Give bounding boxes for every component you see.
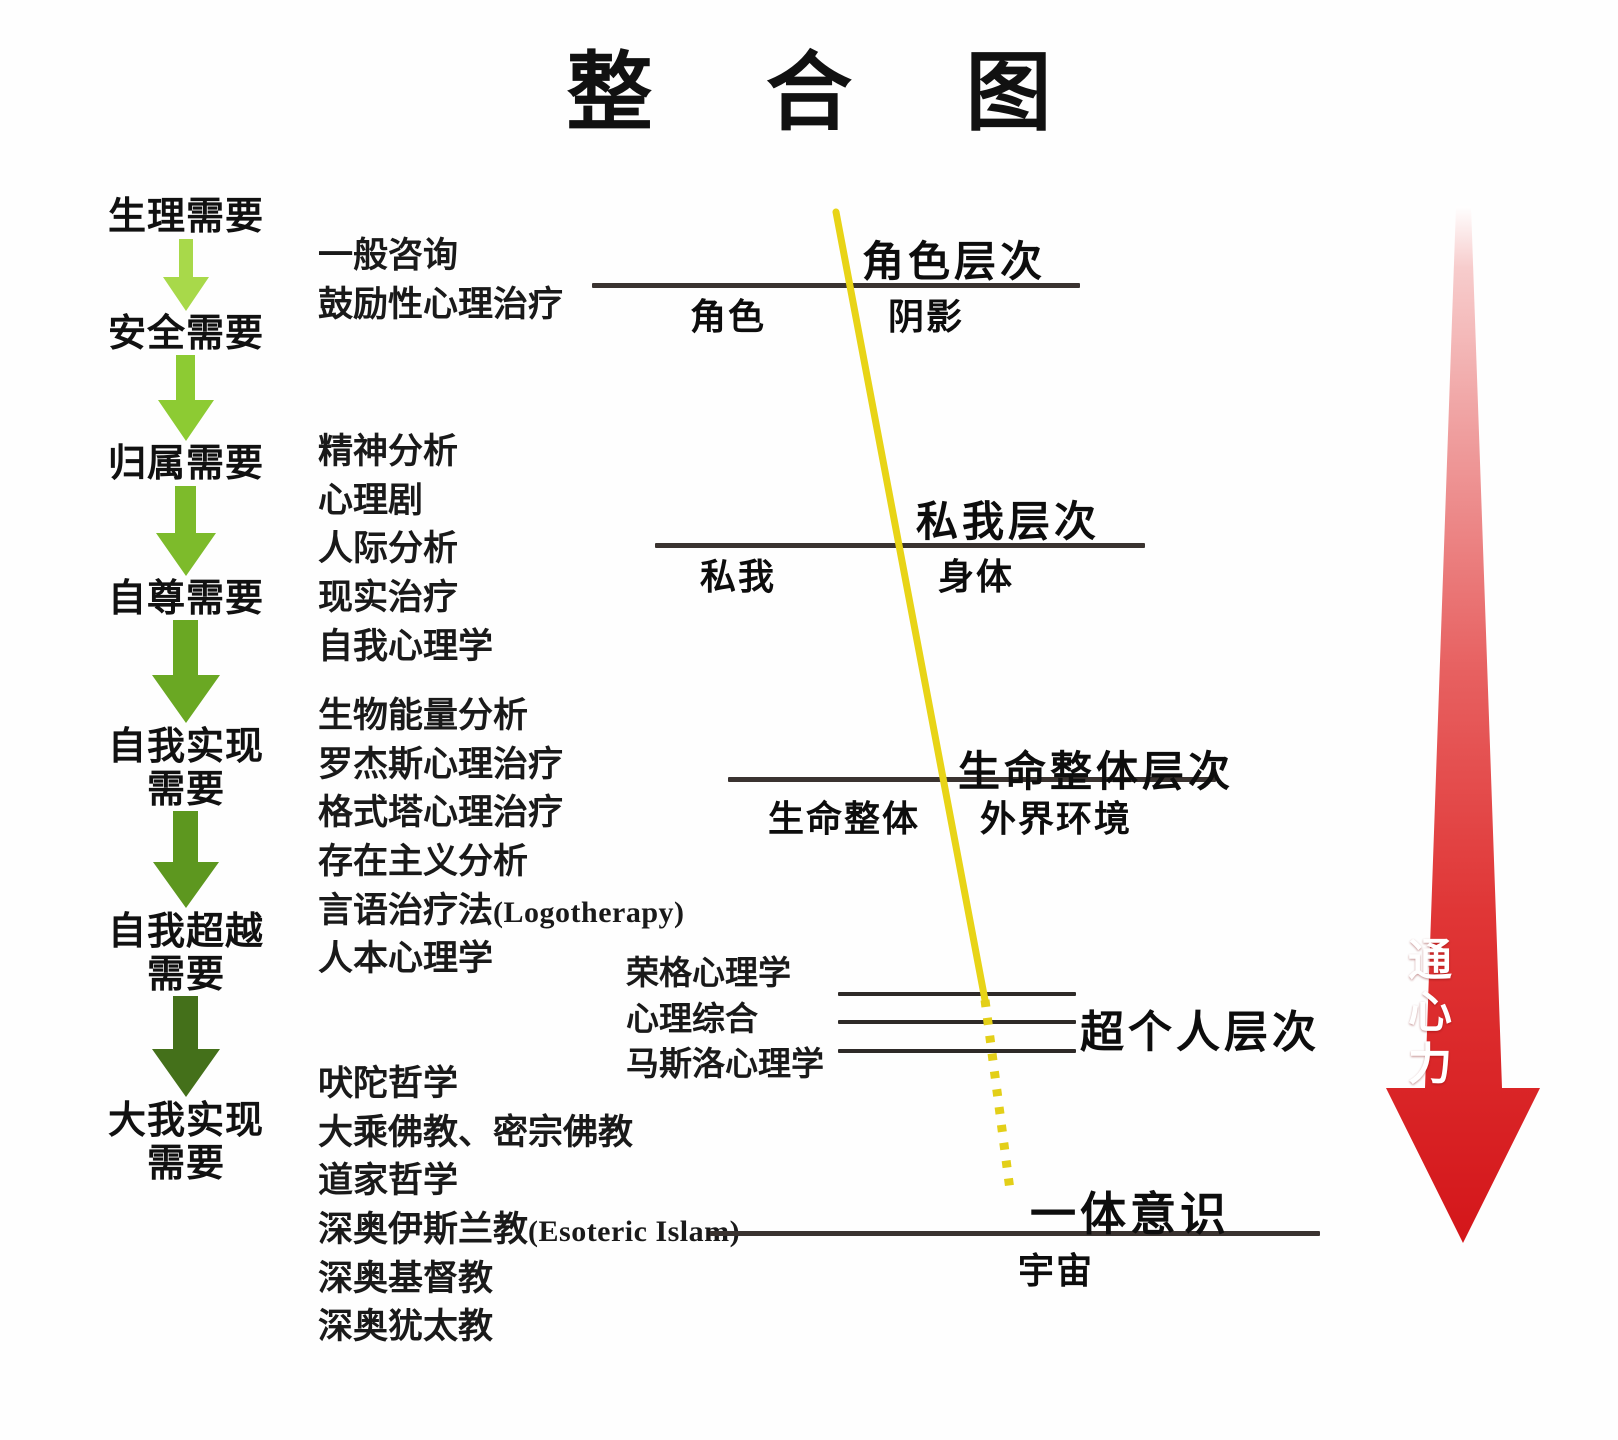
therapy-item: 格式塔心理治疗 (318, 793, 564, 833)
level-rule-transpersonal-3 (838, 1049, 1076, 1053)
therapy-item: 罗杰斯心理治疗 (318, 744, 564, 784)
level-title-transpersonal: 超个人层次 (1080, 1008, 1320, 1057)
level-rule-transpersonal-1 (838, 992, 1076, 996)
tradition-item-latin: (Esoteric Islam) (528, 1214, 741, 1248)
therapy-item-latin: (Logotherapy) (493, 895, 685, 929)
therapy-item: 心理综合 (626, 999, 758, 1037)
ladder-arrow-2 (52, 355, 320, 443)
therapy-list-unity: 吠陀哲学 大乘佛教、密宗佛教 道家哲学 深奥伊斯兰教(Esoteric Isla… (318, 1060, 740, 1352)
need-item-physiological: 生理需要 (107, 196, 264, 238)
therapy-list-ego: 精神分析 心理剧 人际分析 现实治疗 自我心理学 (318, 428, 493, 671)
need-item-self-transcendence: 自我超越 需要 (107, 911, 264, 996)
need-item-self-actualization: 自我实现 需要 (107, 726, 264, 811)
tradition-item: 大乘佛教、密宗佛教 (318, 1112, 634, 1152)
ladder-arrow-1 (52, 238, 320, 313)
need-item-esteem: 自尊需要 (107, 577, 264, 620)
tradition-item-cn: 深奥伊斯兰教 (318, 1209, 529, 1249)
level-rule-unity (710, 1231, 1320, 1236)
level-title-ego: 私我层次 (916, 500, 1101, 546)
level-rule-transpersonal-2 (838, 1020, 1076, 1024)
power-arrow-char-1: 通 (1408, 936, 1452, 985)
level-term-unity-right: 宇宙 (1018, 1251, 1095, 1291)
therapy-list-transpersonal: 荣格心理学 心理综合 马斯洛心理学 (626, 950, 824, 1087)
tradition-item: 道家哲学 (318, 1161, 459, 1201)
therapy-item: 生物能量分析 (318, 696, 529, 735)
therapy-item: 精神分析 (318, 432, 459, 471)
therapy-item: 人际分析 (318, 529, 459, 569)
need-item-greater-self-realization: 大我实现 需要 (107, 1100, 264, 1185)
level-term-persona-right: 阴影 (888, 297, 965, 337)
therapy-item: 荣格心理学 (626, 954, 791, 991)
ladder-arrow-3 (52, 485, 320, 578)
power-arrow-char-3: 力 (1408, 1039, 1452, 1089)
therapy-item: 现实治疗 (318, 577, 459, 617)
therapy-item: 心理剧 (318, 480, 424, 520)
level-term-persona-left: 角色 (690, 297, 767, 337)
need-item-belonging: 归属需要 (107, 443, 264, 486)
needs-ladder: 生理需要 安全需要 归属需要 自尊需要 自我实现 需要 (52, 196, 320, 1185)
therapy-item-logotherapy: 言语治疗法(Logotherapy) (318, 887, 685, 936)
tradition-item-esoteric-islam: 深奥伊斯兰教(Esoteric Islam) (318, 1206, 740, 1255)
tradition-item: 深奥犹太教 (318, 1307, 494, 1347)
need-item-safety: 安全需要 (107, 312, 264, 355)
tradition-item: 深奥基督教 (318, 1258, 494, 1298)
diagonal-dotted-segment (980, 999, 1015, 1191)
level-term-organism-right: 外界环境 (980, 799, 1133, 839)
therapy-item: 人本心理学 (318, 939, 494, 979)
tradition-item: 吠陀哲学 (318, 1064, 459, 1103)
therapy-item-cn: 言语治疗法 (318, 890, 494, 930)
level-term-organism-left: 生命整体 (768, 799, 921, 839)
therapy-list-organism: 生物能量分析 罗杰斯心理治疗 格式塔心理治疗 存在主义分析 言语治疗法(Logo… (318, 692, 685, 984)
level-title-organism: 生命整体层次 (958, 750, 1235, 796)
therapy-list-persona: 一般咨询 鼓励性心理治疗 (318, 232, 563, 329)
power-arrow-label: 通 心 力 (1400, 935, 1460, 1091)
ladder-arrow-6 (52, 996, 320, 1100)
therapy-item: 存在主义分析 (318, 841, 529, 881)
ladder-arrow-4 (52, 620, 320, 726)
therapy-item: 一般咨询 (318, 236, 459, 275)
power-arrow-char-2: 心 (1408, 987, 1452, 1037)
ladder-arrow-5 (52, 811, 320, 911)
level-term-ego-left: 私我 (700, 557, 777, 597)
level-term-ego-right: 身体 (938, 557, 1015, 597)
page-title: 整 合 图 (566, 45, 1098, 141)
therapy-item: 鼓励性心理治疗 (318, 284, 564, 324)
therapy-item: 马斯洛心理学 (626, 1045, 824, 1083)
therapy-item: 自我心理学 (318, 626, 494, 666)
level-title-unity: 一体意识 (1030, 1189, 1230, 1240)
level-title-persona: 角色层次 (862, 240, 1047, 286)
power-arrow (1386, 206, 1540, 1243)
